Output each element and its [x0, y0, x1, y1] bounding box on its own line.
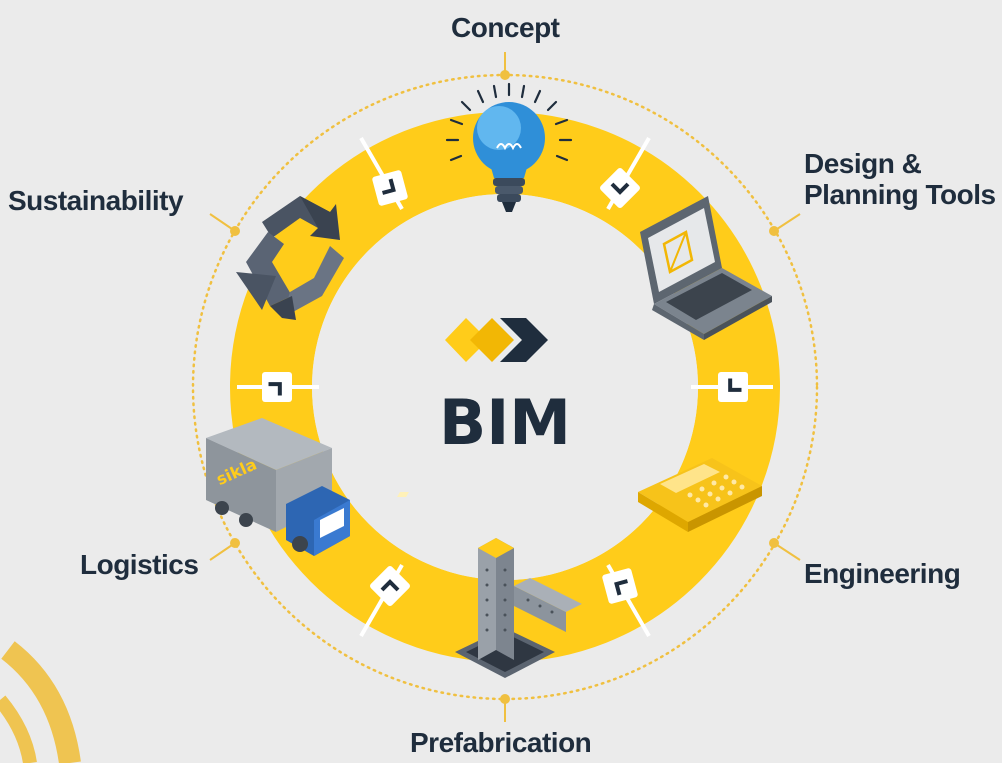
arrow-badges — [262, 168, 748, 606]
bim-logo-icon — [445, 318, 548, 362]
decorative-arc — [1, 641, 81, 763]
stage-label-sustainability: Sustainability — [8, 185, 184, 216]
decorative-arc-outer — [0, 695, 37, 763]
concept-label-text: Concept — [451, 12, 560, 43]
label-connectors — [209, 52, 801, 722]
design-label-line2: Planning Tools — [804, 179, 996, 210]
laptop-icon — [640, 196, 772, 340]
sustainability-label-text: Sustainability — [8, 185, 184, 216]
engineering-label-text: Engineering — [804, 558, 961, 589]
stage-label-concept: Concept — [451, 12, 560, 43]
chevron-arrow-icon — [372, 170, 408, 206]
truck-icon: sikla — [206, 418, 350, 556]
stage-label-design: Design & Planning Tools — [804, 148, 996, 210]
stage-label-engineering: Engineering — [804, 558, 961, 589]
chevron-arrow-icon — [370, 566, 410, 606]
stage-label-prefabrication: Prefabrication — [410, 727, 592, 758]
prefabrication-label-text: Prefabrication — [410, 727, 592, 758]
bim-center-label: BIM — [438, 386, 572, 459]
recycle-icon — [236, 196, 344, 320]
chevron-arrow-icon — [262, 372, 292, 402]
chevron-arrow-icon — [718, 372, 748, 402]
logistics-label-text: Logistics — [80, 549, 199, 580]
lightbulb-icon — [445, 82, 573, 212]
inner-circle — [312, 194, 698, 580]
chevron-arrow-icon — [602, 568, 638, 604]
design-label-line1: Design & — [804, 148, 922, 179]
steel-profile-icon — [455, 538, 582, 678]
calculator-icon — [397, 458, 762, 532]
chevron-arrow-icon — [600, 168, 640, 208]
stage-label-logistics: Logistics — [80, 549, 199, 580]
